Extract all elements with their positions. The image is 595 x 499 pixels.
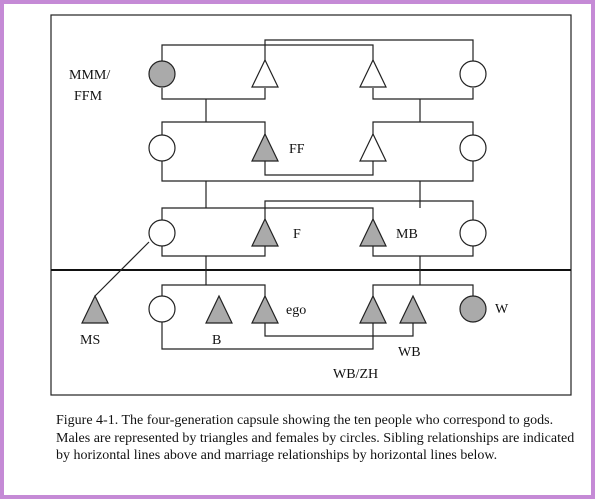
person-gen1-male-right: [359, 58, 387, 88]
gen1-sibling-line-left: [161, 44, 374, 61]
gen1-marriage-line-right: [372, 88, 474, 100]
gen4-sibling-line-right: [372, 284, 474, 297]
label-wb: WB: [398, 345, 421, 360]
person-b: [205, 294, 233, 324]
person-ms: [81, 294, 109, 324]
label-mmm: MMM/: [69, 68, 110, 83]
label-f: F: [293, 227, 301, 242]
person-ff: [251, 132, 279, 162]
label-mb: MB: [396, 227, 418, 242]
label-ms: MS: [80, 333, 100, 348]
person-mb: [359, 217, 387, 247]
person-mmm-ffm: [148, 60, 176, 88]
person-gen1-female-right: [459, 60, 487, 88]
gen4-marriage-line-right: [264, 322, 414, 337]
gen3-sibling-line-right: [264, 200, 474, 221]
label-ff: FF: [289, 142, 305, 157]
gen1-sibling-line-right: [264, 39, 474, 61]
gen2-marriage-line: [264, 160, 374, 176]
person-gen2-male-right: [359, 132, 387, 162]
person-gen4-female-left: [148, 295, 176, 323]
label-w: W: [495, 302, 509, 317]
label-ffm: FFM: [74, 89, 103, 104]
person-gen2-female-right: [459, 134, 487, 162]
diagram-border: [50, 14, 572, 396]
label-wb-zh: WB/ZH: [333, 367, 378, 382]
gen2-marriage-line-outer: [161, 160, 474, 182]
ms-link-line: [94, 241, 150, 297]
person-f: [251, 217, 279, 247]
gen2-sibling-line-right: [372, 121, 474, 136]
person-gen1-male-left: [251, 58, 279, 88]
person-wb-zh: [359, 294, 387, 324]
figure-caption: Figure 4-1. The four-generation capsule …: [56, 413, 575, 464]
person-gen2-female-left: [148, 134, 176, 162]
gen1-marriage-line-left: [161, 88, 266, 100]
person-gen3-female-right: [459, 219, 487, 247]
gen4-sibling-line-left: [161, 284, 266, 297]
label-ego: ego: [286, 303, 306, 318]
label-b: B: [212, 333, 221, 348]
person-gen3-female-left: [148, 219, 176, 247]
gen3-marriage-line-right: [372, 246, 474, 257]
gen3-marriage-line-left: [161, 246, 266, 257]
person-ego: [251, 294, 279, 324]
person-w: [459, 295, 487, 323]
gen3-sibling-line-left: [161, 207, 374, 221]
gen2-sibling-line-left: [161, 121, 266, 136]
person-wb: [399, 294, 427, 324]
